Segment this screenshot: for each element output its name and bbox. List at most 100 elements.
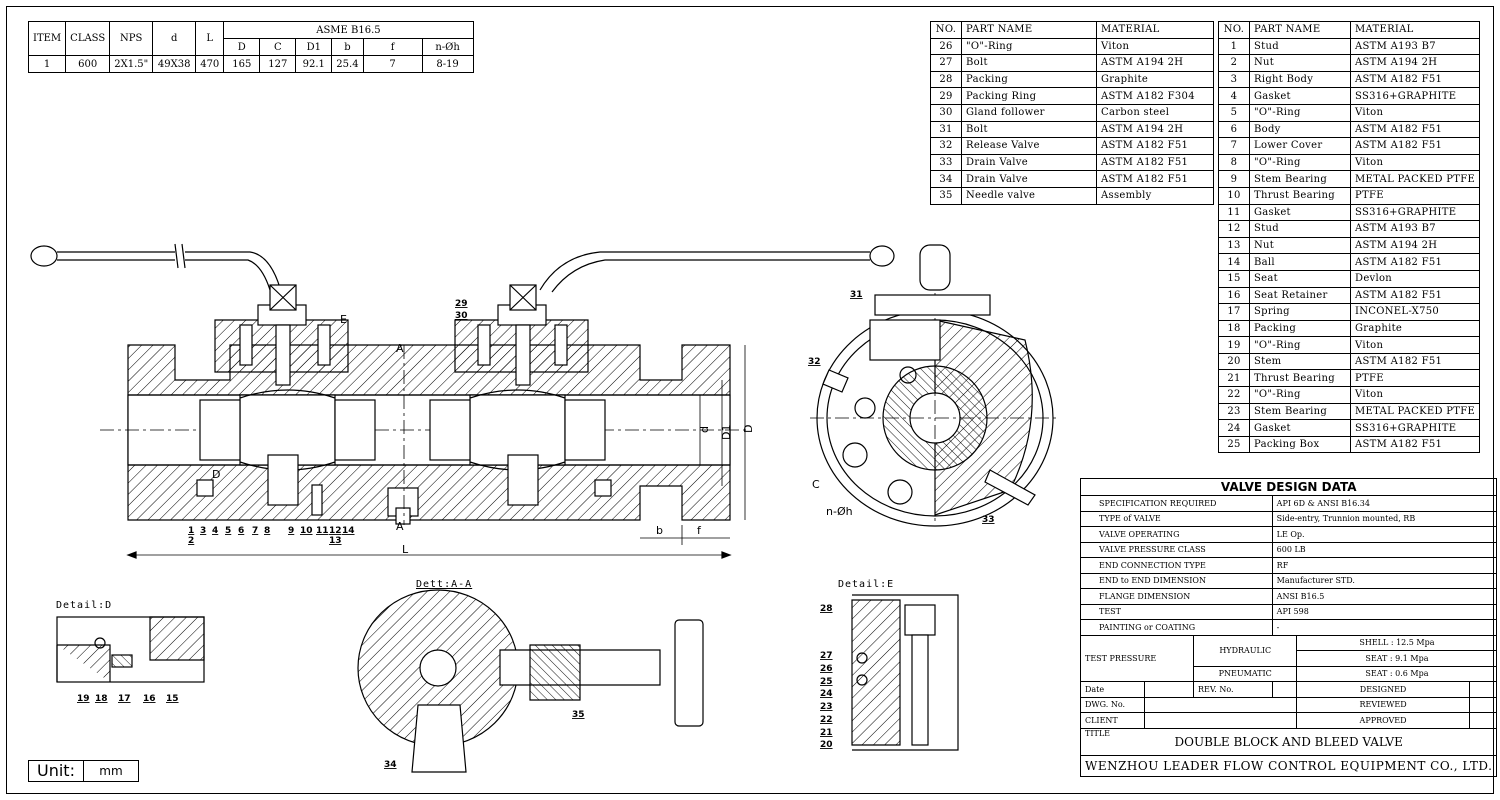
balloon-29: 29 [455, 299, 468, 309]
asme-table: ITEM CLASS NPS d L ASME B16.5 D C D1 b f… [27, 21, 474, 73]
section-mark-a: A [396, 520, 404, 533]
right-handle-bar [539, 251, 870, 293]
title-label: TITLE [1085, 728, 1110, 738]
unit-value: mm [82, 761, 138, 781]
part-material: ASTM A182 F51 [1349, 435, 1481, 454]
side-view [810, 244, 1060, 527]
balloon-24: 24 [820, 689, 833, 699]
valve-design-data: VALVE DESIGN DATA SPECIFICATION REQUIRED… [1079, 478, 1498, 777]
detail-e-label: Detail:E [838, 579, 895, 590]
dim-nh: n-Øh [826, 505, 853, 518]
balloon-3: 3 [200, 526, 206, 536]
balloon-34: 34 [384, 760, 397, 770]
balloon-35: 35 [572, 710, 585, 720]
asme-cell: 25.4 [331, 55, 364, 73]
right-handle-knob [869, 245, 895, 267]
asme-cell: 2X1.5" [109, 55, 154, 73]
unit-label: Unit: [37, 761, 75, 780]
left-handle-bar [57, 251, 281, 291]
unit-box: Unit: mm [28, 760, 139, 782]
balloon-8: 8 [264, 526, 270, 536]
part-material: Assembly [1096, 186, 1214, 205]
part-no: 25 [1218, 435, 1250, 454]
dim-b: b [656, 524, 663, 537]
balloon-21: 21 [820, 728, 833, 738]
balloon-4: 4 [212, 526, 218, 536]
dim-d: d [698, 426, 711, 433]
balloon-33: 33 [982, 515, 995, 525]
balloon-12: 12 [329, 526, 342, 536]
balloon-19: 19 [77, 694, 90, 704]
balloon-9: 9 [288, 526, 294, 536]
balloon-26: 26 [820, 664, 833, 674]
asme-cell: 49X38 [152, 55, 197, 73]
test-pressure-label: TEST PRESSURE [1080, 634, 1194, 682]
drawing-frame [6, 6, 1494, 794]
left-handle-knob [30, 245, 58, 267]
balloon-14: 14 [342, 526, 355, 536]
asme-cell: 600 [65, 55, 111, 73]
balloon-5: 5 [225, 526, 231, 536]
asme-cell: 8-19 [421, 55, 474, 73]
asme-cell: 7 [362, 55, 423, 73]
balloon-22: 22 [820, 715, 833, 725]
balloon-16: 16 [143, 694, 156, 704]
section-aa-label: Dett:A-A [416, 579, 473, 590]
balloon-7: 7 [252, 526, 258, 536]
asme-cell: 470 [195, 55, 225, 73]
detail-mark-d: D [212, 468, 220, 481]
asme-cell: 1 [27, 55, 67, 73]
balloon-23: 23 [820, 702, 833, 712]
asme-cell: 127 [259, 55, 297, 73]
balloon-11: 11 [316, 526, 329, 536]
balloon-20: 20 [820, 740, 833, 750]
balloon-10: 10 [300, 526, 313, 536]
part-no: 35 [930, 186, 962, 205]
asme-header: CLASS [65, 21, 111, 56]
drawing-title-cell: TITLE DOUBLE BLOCK AND BLEED VALVE [1079, 727, 1498, 756]
balloon-28: 28 [820, 604, 833, 614]
balloon-1: 1 [188, 526, 194, 536]
balloon-17: 17 [118, 694, 131, 704]
hydraulic-label: HYDRAULIC [1192, 634, 1298, 667]
balloon-30: 30 [455, 311, 468, 321]
vdd-title: VALVE DESIGN DATA [1079, 478, 1498, 496]
asme-header: L [195, 21, 225, 56]
main-section-view [30, 243, 895, 559]
balloon-32: 32 [808, 357, 821, 367]
dim-d1: D1 [720, 425, 733, 440]
dim-c: C [812, 478, 820, 491]
part-name: Needle valve [961, 186, 1097, 205]
balloon-25: 25 [820, 677, 833, 687]
dim-big-d: D [742, 425, 755, 433]
detail-d-view [56, 616, 205, 683]
section-mark-a: A [396, 342, 404, 355]
balloon-6: 6 [238, 526, 244, 536]
balloon-31: 31 [850, 290, 863, 300]
balloon-13: 13 [329, 536, 342, 546]
detail-e-view [851, 594, 959, 751]
detail-mark-e: E [340, 313, 347, 326]
